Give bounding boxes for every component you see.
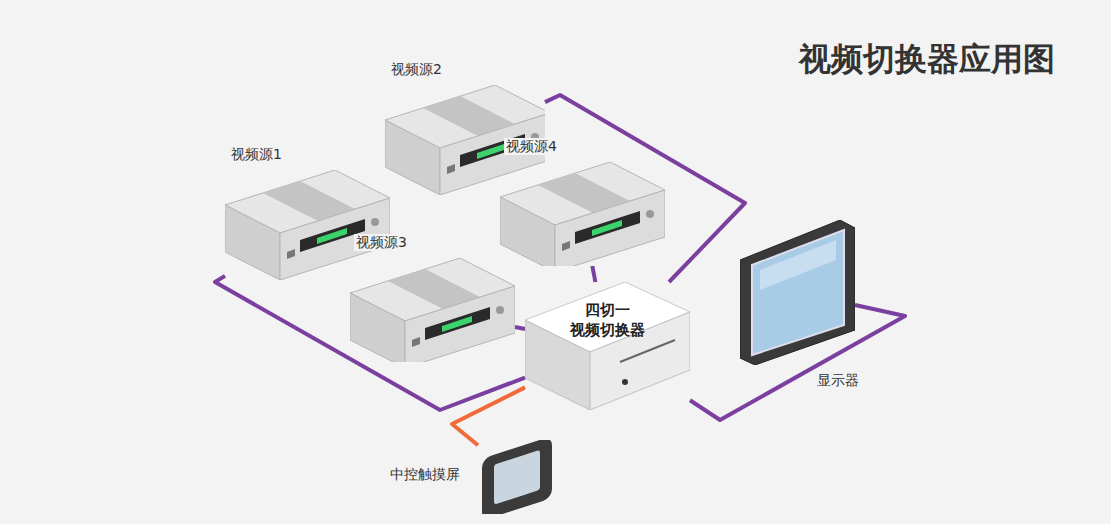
cable-connector (452, 387, 525, 445)
device-illustration (500, 162, 665, 266)
video-source: 视频源4 (500, 162, 665, 266)
device-illustration (225, 170, 390, 280)
cable-line (452, 387, 525, 445)
device-label: 视频源2 (389, 61, 444, 78)
video-source: 视频源1 (225, 170, 390, 280)
monitor: 显示器 (740, 220, 855, 365)
device-label: 视频源3 (354, 234, 409, 251)
video-source: 视频源3 (350, 258, 515, 362)
diagram-title: 视频切换器应用图 (799, 38, 1055, 82)
switcher-box: 四切一 视频切换器 (525, 282, 690, 410)
device-label: 视频源1 (229, 146, 284, 163)
device-label: 中控触摸屏 (388, 466, 462, 483)
device-label: 视频源4 (504, 138, 559, 155)
device-illustration (478, 440, 556, 514)
device-illustration (350, 258, 515, 362)
switcher-label: 四切一 视频切换器 (560, 300, 656, 341)
cable-line (592, 266, 595, 282)
cable-line (515, 327, 525, 329)
device-label: 显示器 (815, 372, 861, 389)
cable-connector (515, 327, 525, 329)
touch-panel: 中控触摸屏 (478, 440, 556, 514)
cable-connector (592, 266, 595, 282)
device-illustration (740, 220, 855, 365)
